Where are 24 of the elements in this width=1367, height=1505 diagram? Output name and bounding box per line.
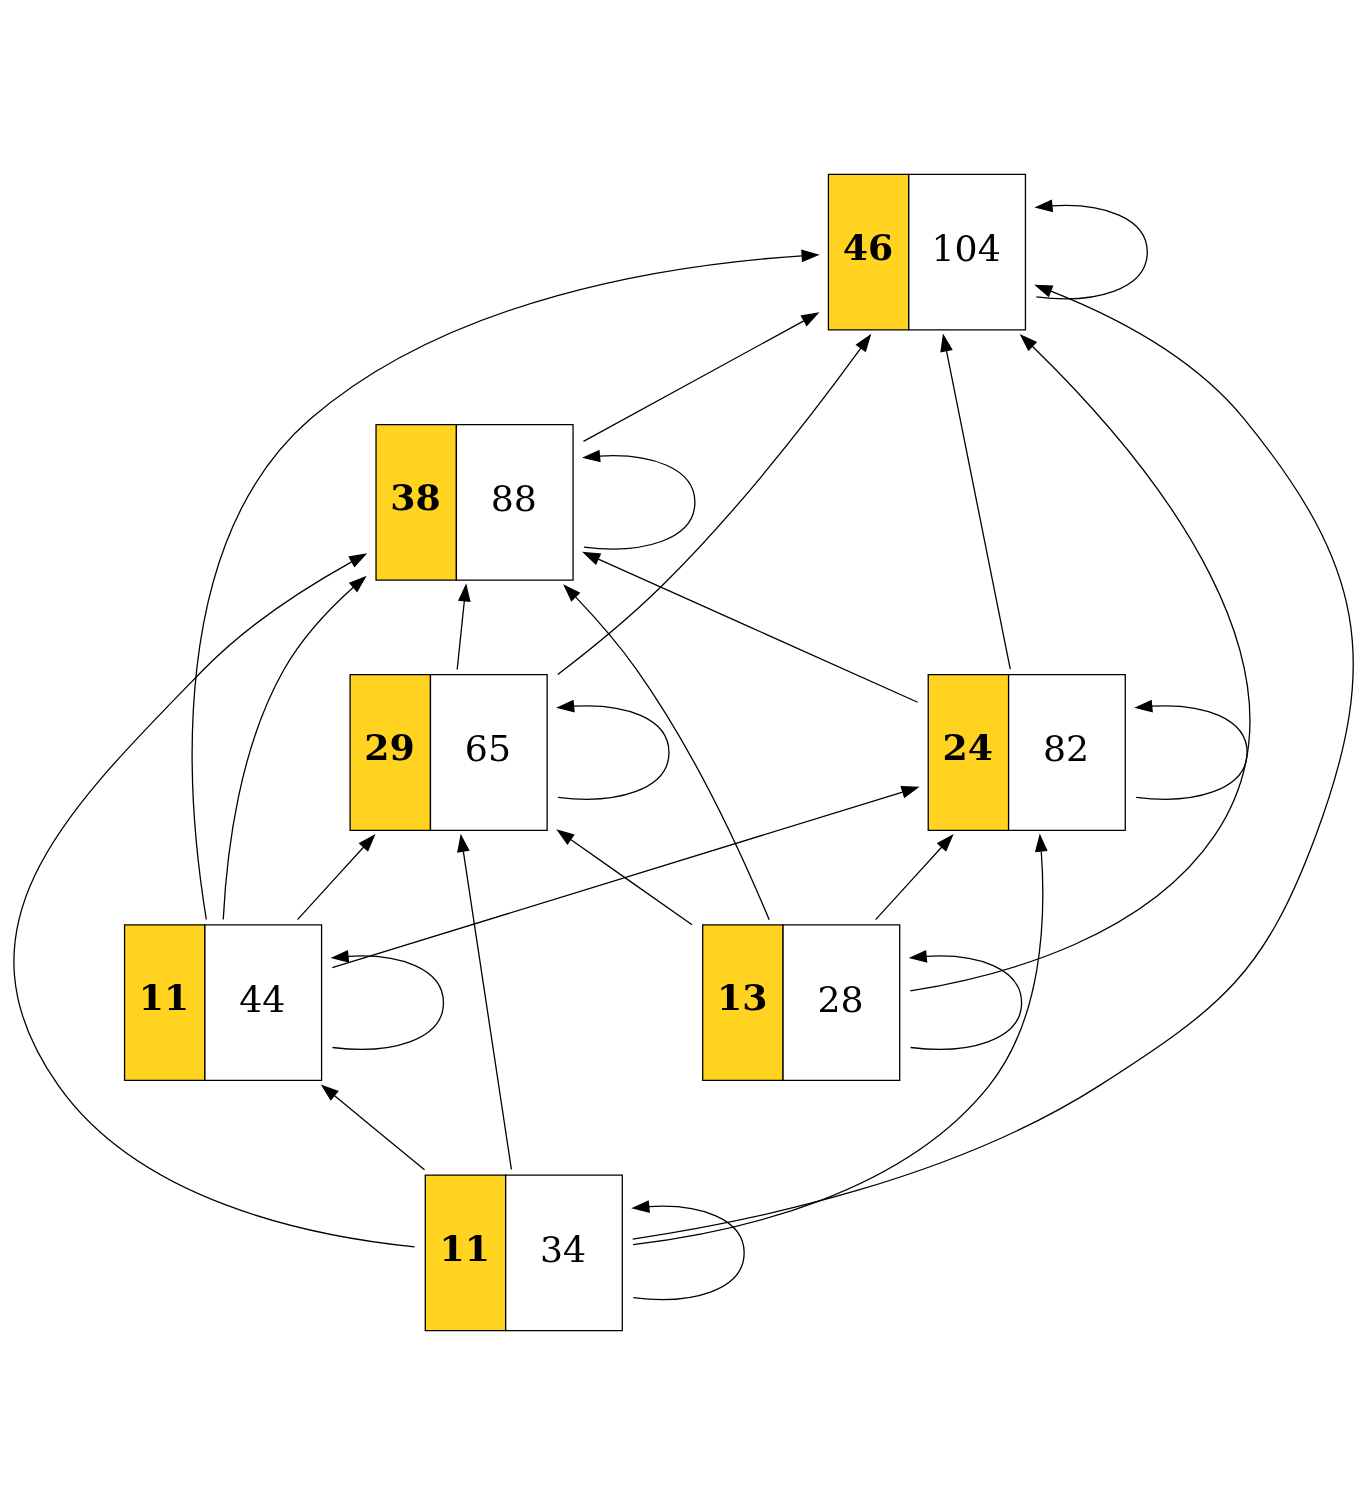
arrow	[13, 553, 416, 1248]
arrow	[909, 333, 1251, 992]
arrow	[556, 699, 670, 800]
arrow	[331, 786, 920, 969]
arrow	[632, 833, 1048, 1246]
arrow	[191, 249, 820, 921]
arrow	[582, 312, 820, 443]
arrow	[582, 551, 919, 703]
arrow	[1034, 199, 1148, 300]
arrow	[222, 575, 367, 921]
arrow	[908, 950, 1023, 1050]
arrow	[296, 834, 376, 921]
arrow	[557, 333, 872, 676]
arrow	[631, 1200, 745, 1301]
arrow	[875, 834, 954, 921]
arrow	[940, 333, 1011, 670]
arrow	[457, 833, 513, 1170]
arrow	[632, 284, 1354, 1240]
arrow	[582, 449, 696, 550]
arrow	[320, 1084, 426, 1171]
arrow	[456, 583, 471, 671]
arrow	[1134, 699, 1248, 800]
arrow	[556, 829, 693, 926]
arrow	[330, 950, 445, 1050]
